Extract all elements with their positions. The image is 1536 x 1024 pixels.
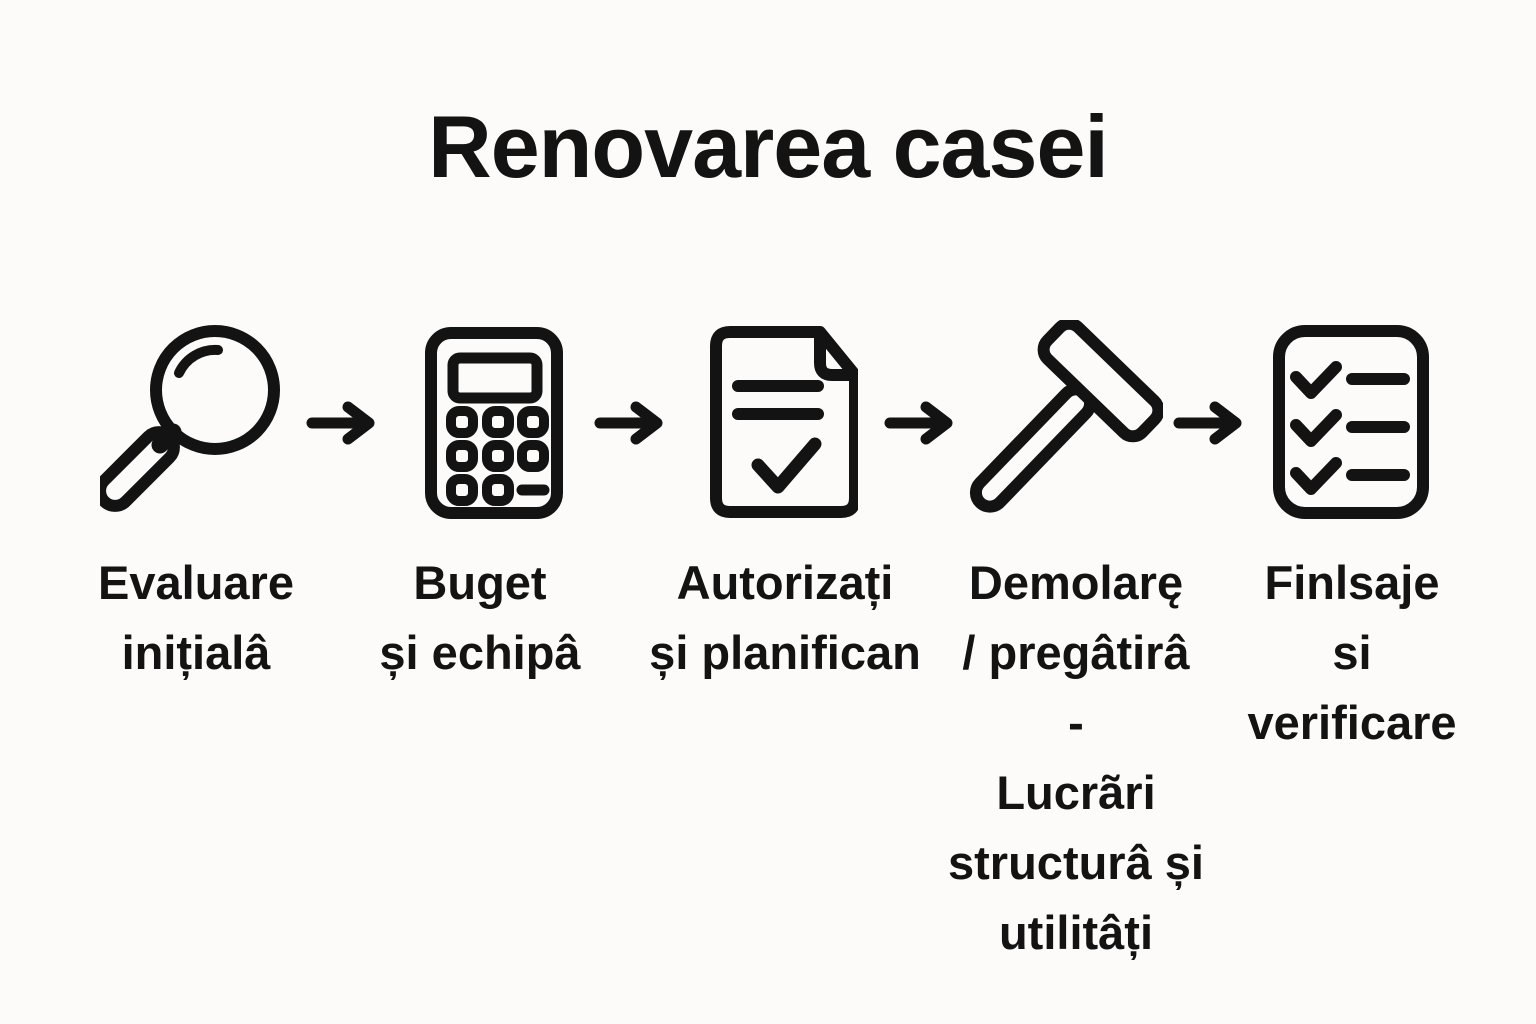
checklist-icon — [1272, 324, 1430, 520]
step-label-line: Finlsaje — [1264, 556, 1440, 609]
step-label-buget-echipa: Buget și echipâ — [379, 548, 580, 688]
step-label-line: utilitâți — [998, 906, 1154, 959]
hammer-icon — [963, 320, 1163, 516]
magnifier-icon — [100, 322, 290, 512]
arrow-right-icon — [306, 400, 376, 446]
step-label-line: și echipâ — [379, 626, 581, 679]
step-label-line: / pregâtirâ — [962, 626, 1190, 679]
arrow-right-icon — [1173, 400, 1243, 446]
step-label-autorizatii-planificare: Autorizați și planifican — [649, 548, 921, 688]
step-label-line: Lucrãri — [996, 766, 1156, 819]
step-label-line: si — [1332, 626, 1372, 679]
step-label-line: Buget — [413, 556, 547, 609]
step-label-evaluare-initiala: Evaluare inițialâ — [98, 548, 294, 688]
arrow-right-icon — [594, 400, 664, 446]
step-label-line: - — [1068, 696, 1084, 749]
step-label-line: Autorizați — [676, 556, 894, 609]
step-label-line: inițialâ — [121, 626, 271, 679]
step-label-line: Evaluare — [98, 556, 294, 609]
step-label-line: și planifican — [649, 626, 921, 679]
step-label-line: verificare — [1247, 696, 1457, 749]
step-label-line: Demolarę — [968, 556, 1184, 609]
step-label-line: structurâ și — [948, 836, 1204, 889]
step-label-finisaje-verificare: Finlsaje si verificare — [1247, 548, 1456, 758]
calculator-icon — [425, 327, 563, 519]
document-check-icon — [708, 326, 858, 518]
step-label-demolare-lucrari: Demolarę / pregâtirâ - Lucrãri structurâ… — [948, 548, 1204, 968]
page-title: Renovarea casei — [428, 97, 1109, 196]
arrow-right-icon — [884, 400, 954, 446]
